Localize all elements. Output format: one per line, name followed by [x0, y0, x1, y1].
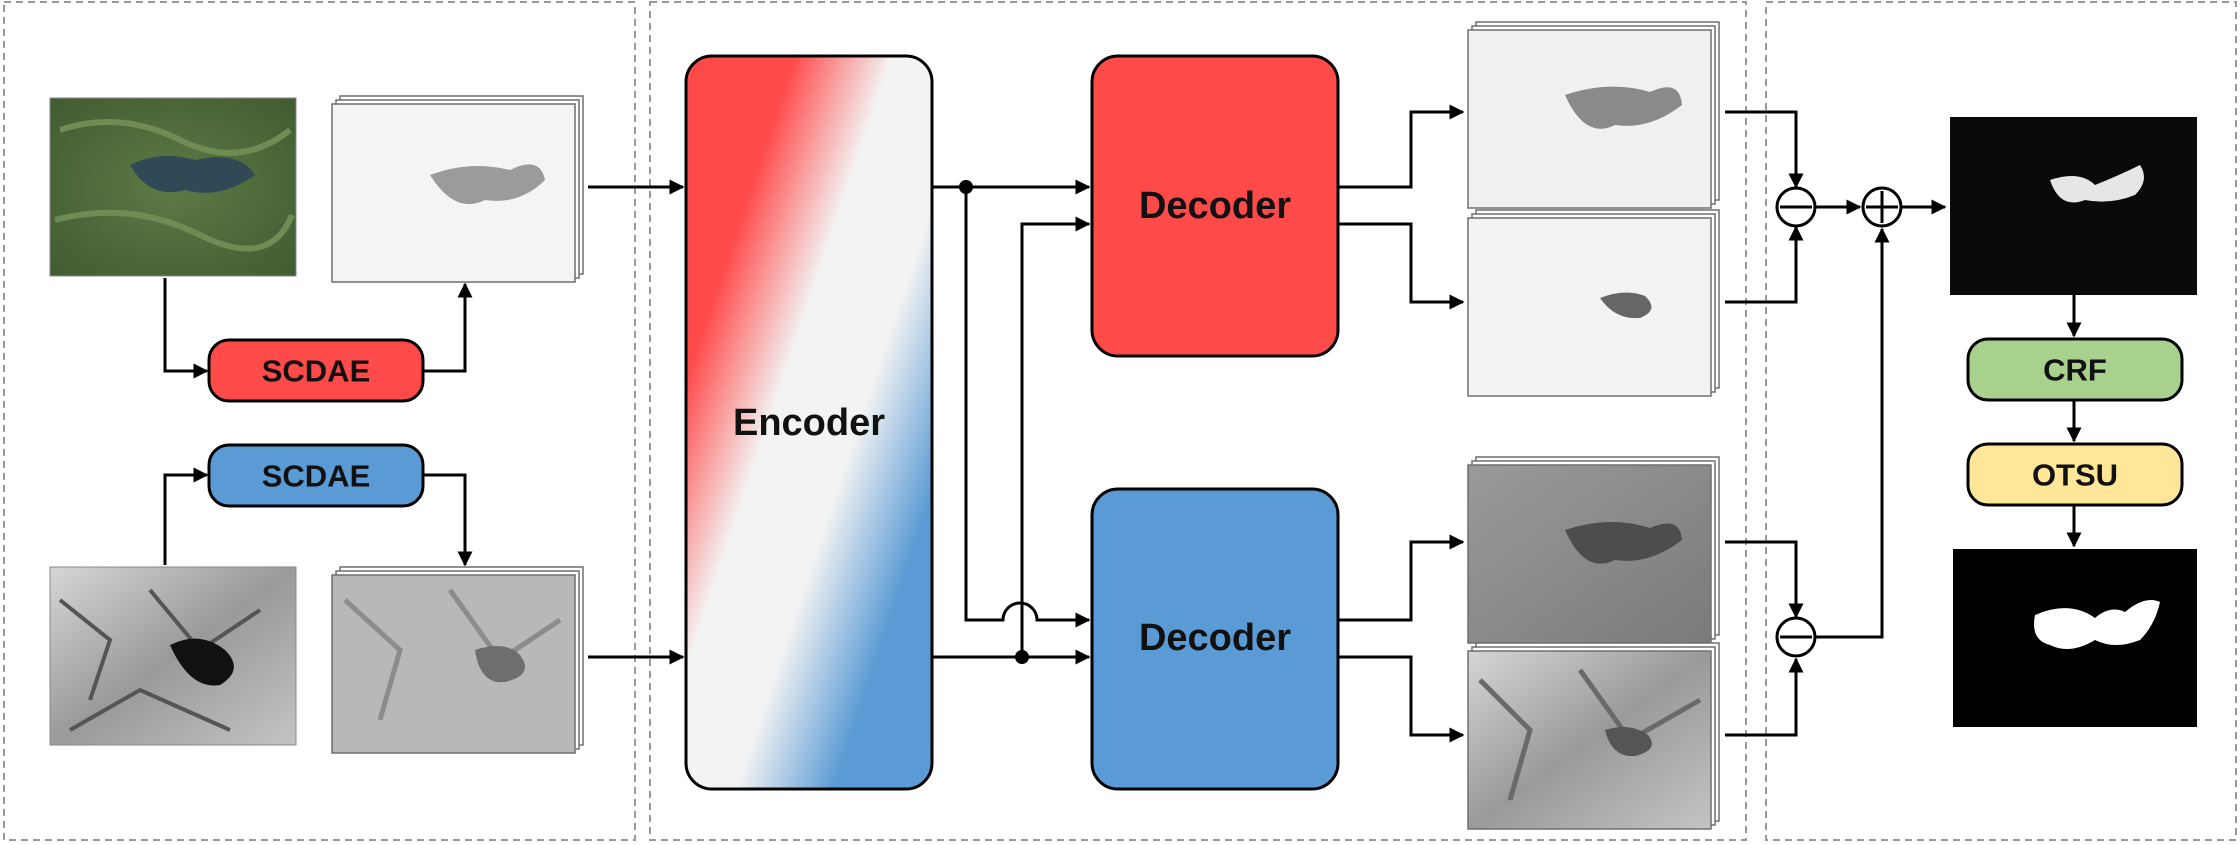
decoder-bottom-block: [1090, 487, 1340, 791]
decoder-top-output-1: [1467, 21, 1720, 209]
crf-label: CRF: [2043, 353, 2107, 388]
scdae-bottom-label: SCDAE: [262, 459, 371, 494]
circle-minus-icon: [1775, 186, 1817, 228]
encoder-block: [684, 54, 934, 791]
network-panel: [649, 1, 1747, 841]
decoder-bottom-to-output-2-arrow: [1338, 655, 1465, 743]
output-panel: [1765, 1, 2237, 841]
input-panel: [3, 1, 636, 841]
decoder-top-label: Decoder: [1139, 185, 1291, 227]
decoder-top-to-output-2-arrow: [1338, 222, 1465, 310]
junction-dot-top: [959, 180, 973, 194]
subtract-bottom-to-add-arrow: [1815, 227, 1890, 639]
sar-to-scdae-arrow: [163, 467, 209, 565]
circle-minus-icon: [1775, 616, 1817, 658]
binary-change-map-image: [1953, 549, 2197, 727]
difference-map-image: [1950, 117, 2197, 295]
optical-image: [49, 97, 297, 277]
decoder-top-block: [1090, 54, 1340, 358]
output-4-to-subtract-bottom-arrow: [1725, 657, 1804, 737]
otsu-label: OTSU: [2032, 458, 2118, 493]
output-1-to-subtract-top-arrow: [1725, 110, 1804, 189]
decoder-bottom-output-2: [1467, 642, 1720, 830]
decoder-bottom-to-output-1-arrow: [1338, 534, 1465, 622]
decoder-bottom-output-1: [1467, 456, 1720, 644]
optical-to-scdae-arrow: [163, 278, 209, 379]
decoder-top-output-2: [1467, 209, 1720, 397]
sar-feature-stack: [331, 566, 584, 754]
sar-image: [49, 566, 297, 746]
output-3-to-subtract-bottom-arrow: [1725, 540, 1804, 619]
decoder-bottom-label: Decoder: [1139, 617, 1291, 659]
encoder-label: Encoder: [733, 402, 885, 444]
encoder-bottom-to-decoder-top-arrow: [1020, 216, 1091, 657]
encoder-top-to-decoder-bottom-arrow: [964, 187, 1091, 628]
scdae-to-optical-stack-arrow: [423, 282, 473, 373]
scdae-to-sar-stack-arrow: [423, 473, 473, 567]
junction-dot-bottom: [1015, 650, 1029, 664]
scdae-top-label: SCDAE: [262, 354, 371, 389]
output-2-to-subtract-top-arrow: [1725, 225, 1804, 304]
optical-feature-stack: [331, 95, 584, 283]
circle-plus-icon: [1861, 186, 1903, 228]
decoder-top-to-output-1-arrow: [1338, 104, 1465, 189]
